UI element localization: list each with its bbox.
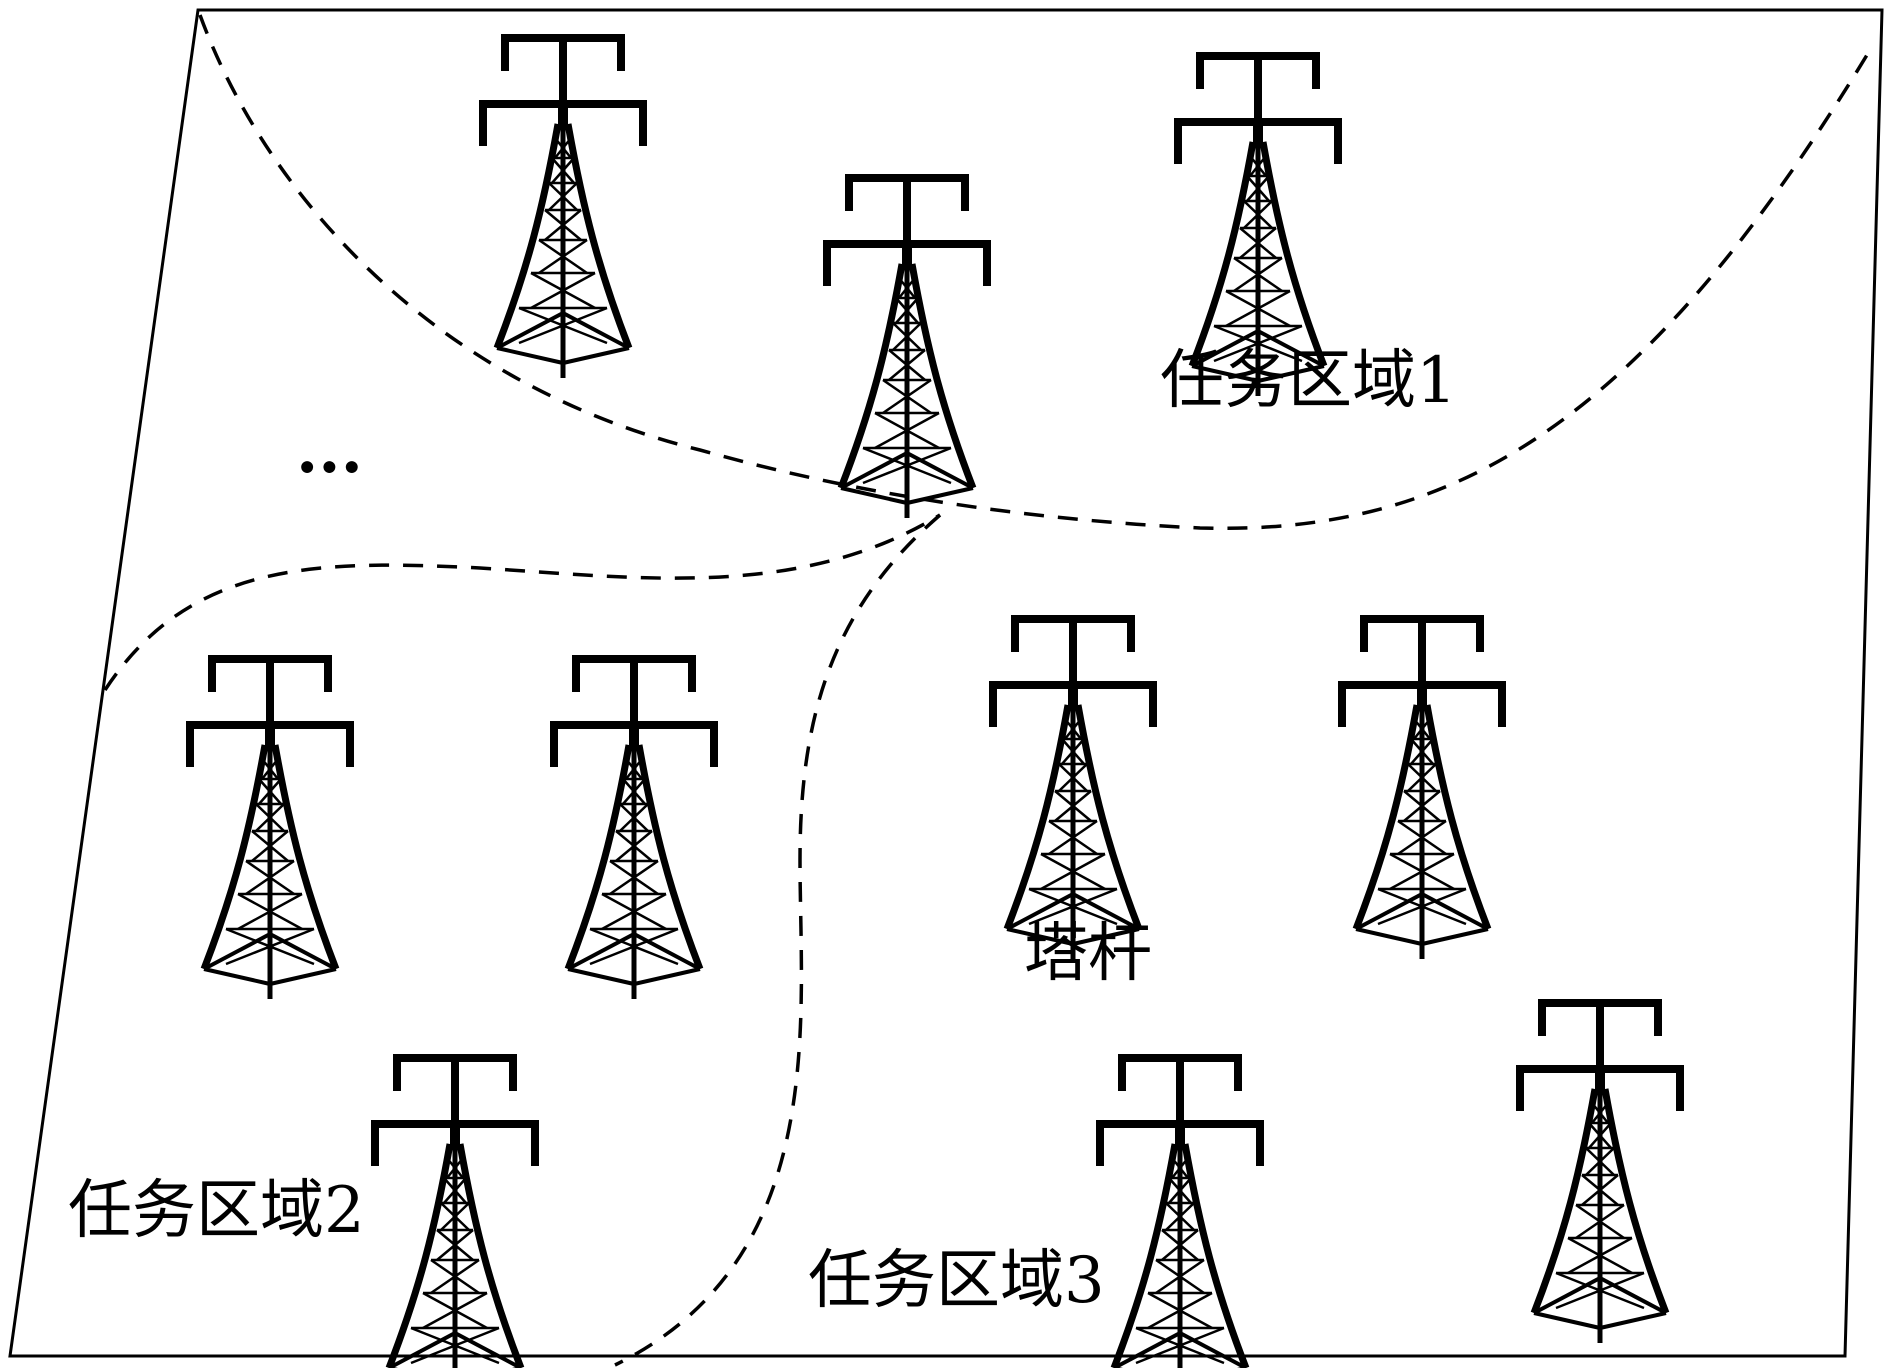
transmission-tower-icon bbox=[483, 38, 643, 378]
area-boundary bbox=[8, 8, 1884, 1358]
transmission-tower-icon bbox=[375, 1058, 535, 1368]
transmission-tower-icon bbox=[1520, 1003, 1680, 1343]
ellipsis: ... bbox=[296, 413, 363, 488]
region-2-label: 任务区域2 bbox=[68, 1174, 365, 1248]
region-3-label: 任务区域3 bbox=[808, 1244, 1105, 1318]
transmission-tower-icon bbox=[1342, 619, 1502, 959]
transmission-tower-icon bbox=[554, 659, 714, 999]
transmission-tower-icon bbox=[1100, 1058, 1260, 1368]
transmission-tower-icon bbox=[993, 619, 1153, 959]
region-1-boundary bbox=[198, 14, 1872, 531]
region-3-boundary bbox=[614, 513, 942, 1367]
tower-label: 塔杆 bbox=[1024, 917, 1152, 991]
region-1-label: 任务区域1 bbox=[1160, 344, 1457, 418]
region-2-boundary bbox=[103, 513, 941, 691]
transmission-tower-icon bbox=[190, 659, 350, 999]
transmission-tower-icon bbox=[827, 178, 987, 518]
